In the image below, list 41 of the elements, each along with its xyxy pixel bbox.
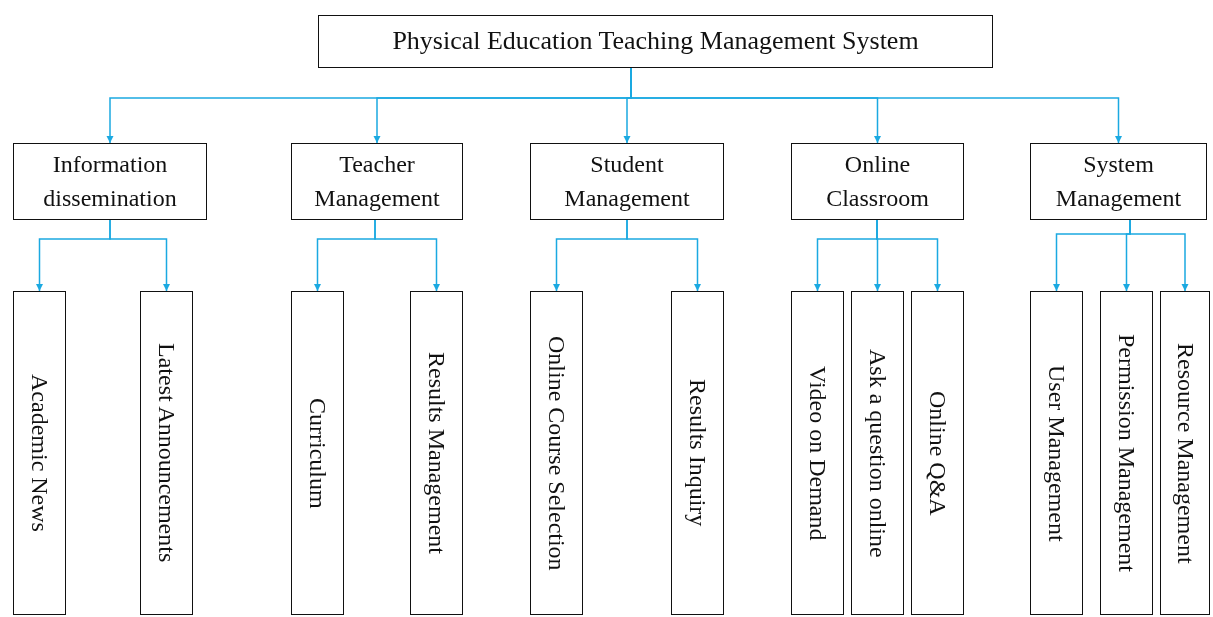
process-box bbox=[291, 291, 344, 615]
process-box bbox=[1100, 291, 1153, 615]
process-box bbox=[530, 291, 583, 615]
box-label: Information dissemination bbox=[42, 149, 178, 213]
arrow bbox=[109, 219, 170, 292]
box-label: Curriculum bbox=[304, 397, 333, 509]
box-label: Results Inquiry bbox=[684, 379, 713, 527]
process-box bbox=[911, 291, 964, 615]
process-box bbox=[1160, 291, 1210, 615]
box-label: User Management bbox=[1043, 364, 1072, 542]
box-label: Resource Management bbox=[1171, 342, 1200, 564]
process-box bbox=[318, 15, 993, 68]
box-label: System Management bbox=[1054, 149, 1183, 213]
arrow bbox=[876, 219, 941, 292]
process-box bbox=[791, 143, 964, 220]
process-box bbox=[671, 291, 724, 615]
box-label: Physical Education Teaching Management System bbox=[392, 25, 919, 58]
box-label: Online Course Selection bbox=[543, 335, 572, 571]
arrow bbox=[374, 219, 440, 292]
process-box bbox=[530, 143, 724, 220]
box-label: Online Classroom bbox=[825, 149, 930, 213]
process-box bbox=[291, 143, 463, 220]
process-box bbox=[851, 291, 904, 615]
box-label: Academic News bbox=[26, 374, 55, 532]
box-label: Student Management bbox=[563, 149, 691, 213]
box-label: Latest Announcements bbox=[153, 343, 182, 563]
process-box bbox=[1030, 143, 1207, 220]
box-label: Teacher Management bbox=[313, 149, 441, 213]
box-label: Online Q&A bbox=[924, 390, 953, 516]
arrow bbox=[1129, 219, 1189, 292]
box-label: Results Management bbox=[423, 352, 452, 554]
process-box bbox=[791, 291, 844, 615]
process-box bbox=[140, 291, 193, 615]
process-box bbox=[410, 291, 463, 615]
process-box bbox=[13, 291, 66, 615]
box-label: Video on Demand bbox=[804, 365, 833, 541]
box-label: Permission Management bbox=[1113, 334, 1142, 572]
box-label: Ask a question online bbox=[864, 348, 893, 558]
arrow bbox=[626, 219, 701, 292]
process-box bbox=[1030, 291, 1083, 615]
process-box bbox=[13, 143, 207, 220]
